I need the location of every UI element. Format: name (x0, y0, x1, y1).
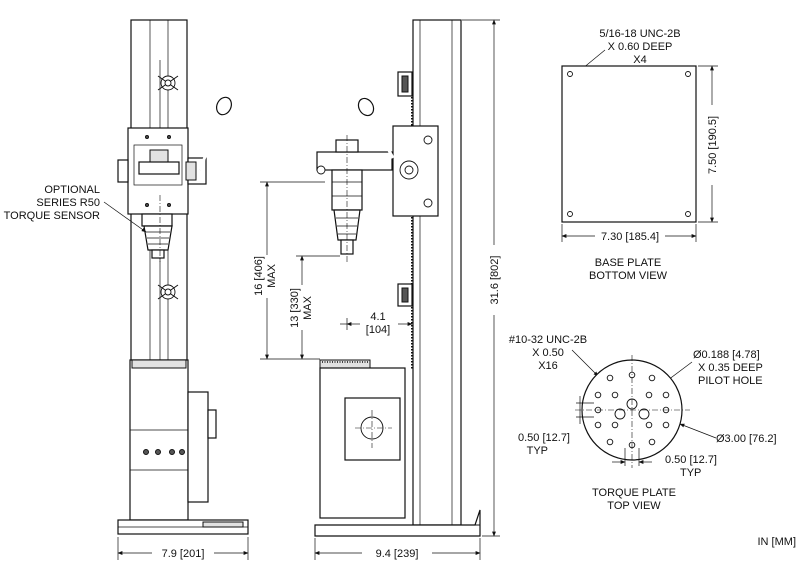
base-plate-view: 5/16-18 UNC-2B X 0.60 DEEP X4 7.50 [190.… (561, 28, 719, 282)
side-width-label: 9.4 [239] (376, 548, 419, 560)
base-height-label: 7.50 [190.5] (707, 116, 719, 174)
plate-thread-label-line2: X 0.50 (532, 347, 564, 359)
height-13-label-line2: MAX (302, 295, 314, 320)
sensor-callout: OPTIONAL SERIES R50 TORQUE SENSOR (4, 184, 147, 233)
height-16-label-line1: 16 [406] (253, 256, 265, 296)
plate-typ-left-line2: TYP (527, 445, 548, 457)
pilot-label-line3: PILOT HOLE (698, 375, 763, 387)
plate-typ-right-line2: TYP (680, 467, 701, 479)
pilot-label-line1: Ø0.188 [4.78] (693, 349, 760, 361)
base-thread-label-line2: X 0.60 DEEP (608, 41, 673, 53)
sensor-label-line2: SERIES R50 (36, 197, 100, 209)
upper-lock-knob-icon (157, 75, 179, 91)
lower-lock-knob-icon (157, 284, 179, 300)
plate-holes (594, 371, 670, 449)
plate-title-line2: TOP VIEW (607, 500, 661, 512)
front-width-dimension: 7.9 [201] (117, 537, 249, 560)
front-handle-lever-icon (185, 96, 232, 185)
base-title-line1: BASE PLATE (595, 257, 661, 269)
sensor-label-line1: OPTIONAL (44, 184, 100, 196)
base-thread-label-line3: X4 (633, 54, 646, 66)
depth-4-label-line1: 4.1 (370, 311, 385, 323)
front-view (117, 19, 249, 535)
plate-typ-left-line1: 0.50 [12.7] (518, 432, 570, 444)
side-upper-knob-icon (397, 71, 413, 97)
plate-thread-label-line3: X16 (538, 360, 558, 372)
sensor-label-line3: TORQUE SENSOR (4, 210, 100, 222)
pilot-label-line2: X 0.35 DEEP (698, 362, 763, 374)
units-label: IN [MM] (758, 536, 797, 548)
plate-title-line1: TORQUE PLATE (592, 487, 676, 499)
height-16-label-line2: MAX (266, 263, 278, 288)
plate-diameter-label: Ø3.00 [76.2] (716, 433, 777, 445)
torque-plate-view: #10-32 UNC-2B X 0.50 X16 Ø0.188 [4.78] X… (509, 334, 777, 512)
plate-typ-right-line1: 0.50 [12.7] (665, 454, 717, 466)
torque-sensor-chuck-icon (141, 213, 173, 259)
base-width-label: 7.30 [185.4] (601, 231, 659, 243)
base-thread-label-line1: 5/16-18 UNC-2B (599, 28, 680, 40)
depth-4-label-line2: [104] (366, 324, 390, 336)
side-chuck-icon (331, 135, 363, 262)
plate-thread-label-line1: #10-32 UNC-2B (509, 334, 587, 346)
total-height-label: 31.6 [802] (489, 256, 501, 305)
side-dimensions: 16 [406] MAX 13 [330] MAX 4.1 [104] 31.6… (253, 19, 501, 560)
height-13-label-line1: 13 [330] (289, 288, 301, 328)
side-lower-knob-icon (397, 283, 413, 307)
base-title-line2: BOTTOM VIEW (589, 270, 668, 282)
side-view (314, 19, 481, 537)
front-width-label: 7.9 [201] (162, 548, 205, 560)
